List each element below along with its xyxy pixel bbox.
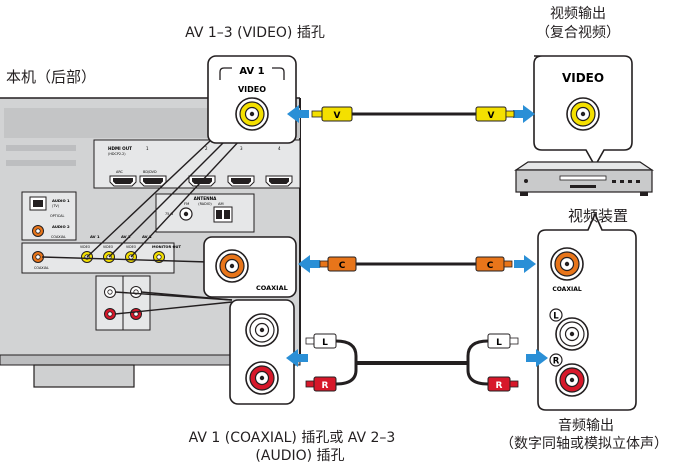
av1-coaxial-small-label: COAXIAL — [34, 266, 49, 270]
audio-cable-tag-l-left: L — [322, 338, 328, 348]
coaxial-cable-tag-left: C — [339, 261, 346, 271]
audio2-coaxial-label: COAXIAL — [51, 235, 66, 239]
video-cable-tag-right: V — [488, 111, 495, 121]
av3-audio-r-small-jack — [130, 308, 142, 320]
video-device — [514, 161, 654, 196]
av1-zoom-title: AV 1 — [239, 66, 264, 77]
av2-audio-r-small-jack — [104, 308, 116, 320]
av2-video-small-label: VIDEO — [103, 245, 114, 249]
coaxial-cable: C C — [298, 255, 536, 273]
device-video-label: VIDEO — [562, 71, 604, 85]
av1-small-label: AV 1 — [90, 234, 100, 239]
audio-out-label: 音频输出 — [558, 418, 614, 434]
audio-jack-sub-label: (AUDIO) 插孔 — [255, 448, 345, 464]
hdmi-4-label: 4 — [278, 146, 281, 151]
hdmi-in-1-port — [139, 175, 167, 187]
av1-coaxial-jack — [215, 249, 249, 283]
fm-label: FM — [184, 202, 189, 206]
hdmi-arc-label: ARC — [116, 170, 124, 174]
left-mark-icon — [549, 308, 563, 322]
audio-zoom-box — [229, 299, 295, 405]
right-mark-icon — [549, 353, 563, 367]
video-out-sub-label: （复合视频） — [536, 25, 620, 41]
video-device-label: 视频装置 — [567, 207, 629, 225]
monitor-out-label: MONITOR OUT — [152, 245, 181, 249]
hdmi-in-4-port — [265, 175, 293, 187]
video-out-label: 视频输出 — [550, 6, 606, 22]
coaxial-cable-tag-right: C — [487, 261, 494, 271]
device-coaxial-jack — [550, 247, 584, 281]
av2-small-label: AV 2 — [121, 234, 131, 239]
coaxial-arrow-left-icon — [298, 255, 320, 273]
video-arrow-right-icon — [513, 105, 535, 123]
av1-coaxial-zoom-label: COAXIAL — [256, 284, 288, 292]
device-audio-r-jack — [555, 363, 589, 397]
av1-zoom-video-label: VIDEO — [238, 85, 266, 94]
stereo-audio-cable: L R L R — [286, 333, 548, 392]
audio1-label: AUDIO 1 — [52, 198, 70, 203]
av1-coaxial-small-jack — [32, 251, 44, 263]
audio-out-sub-label: （数字同轴或模拟立体声） — [500, 436, 668, 452]
audio-cable-tag-r-right: R — [496, 381, 503, 391]
hdmi-1-label: 1 — [146, 146, 149, 151]
device-video-jack — [566, 97, 600, 131]
coaxial-arrow-right-icon — [514, 255, 536, 273]
hdmi-out-sub-label: (HDCP2.2) — [108, 152, 126, 156]
left-mark-label: L — [553, 312, 559, 322]
antenna-radio-label: (RADIO) — [198, 202, 212, 206]
audio-r-jack — [245, 361, 279, 395]
am-label: AM — [218, 202, 224, 206]
audio-jack-label: AV 1 (COAXIAL) 插孔或 AV 2–3 — [188, 430, 396, 446]
zoom-pointer-lines — [41, 123, 256, 315]
hdmi-bd-label: BD/DVD — [143, 170, 157, 174]
video-cable-tag-left: V — [334, 111, 341, 121]
audio-cable-tag-l-right: L — [496, 338, 502, 348]
av3-audio-l-small-jack — [130, 286, 142, 298]
audio2-label: AUDIO 2 — [52, 224, 70, 229]
unit-rear-label: 本机（后部） — [6, 68, 97, 86]
av1-video-jack — [235, 97, 269, 131]
audio-cable-tag-r-left: R — [322, 381, 329, 391]
device-video-zoom-box: VIDEO — [533, 55, 633, 168]
av3-small-label: AV 3 — [142, 234, 152, 239]
video-cable: V V — [287, 105, 535, 123]
av3-video-small-label: VIDEO — [126, 245, 137, 249]
audio2-coaxial-jack — [32, 225, 44, 237]
av1-video-zoom-box: AV 1 VIDEO — [207, 55, 297, 144]
antenna-label: ANTENNA — [194, 196, 217, 201]
right-mark-label: R — [553, 357, 560, 367]
hdmi-2-label: 2 — [205, 146, 208, 151]
hdmi-3-label: 3 — [240, 146, 243, 151]
audio-l-jack — [245, 313, 279, 347]
optical-label: OPTICAL — [50, 214, 64, 218]
av2-audio-l-small-jack — [104, 286, 116, 298]
fm-ohm-label: 75 Ω — [165, 212, 173, 216]
hdmi-out-label: HDMI OUT — [108, 146, 132, 151]
audio1-tv-label: (TV) — [52, 204, 60, 208]
av1-video-small-label: VIDEO — [80, 245, 91, 249]
hdmi-out-port — [109, 175, 137, 187]
av1-coaxial-zoom-box: COAXIAL — [203, 236, 297, 298]
hdmi-in-3-port — [227, 175, 255, 187]
av-video-jack-label: AV 1–3 (VIDEO) 插孔 — [185, 25, 325, 41]
device-audio-zoom-box: COAXIAL L R — [537, 212, 637, 411]
device-coaxial-label: COAXIAL — [552, 286, 581, 293]
device-audio-l-jack — [555, 317, 589, 351]
